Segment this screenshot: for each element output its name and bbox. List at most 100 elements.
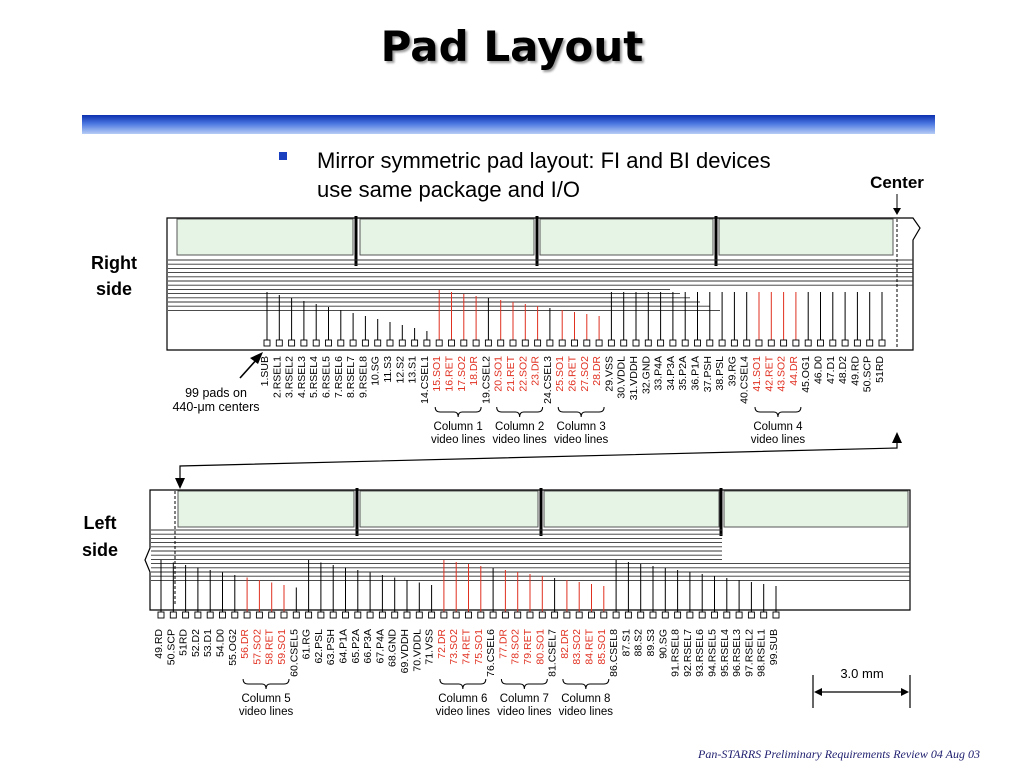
bond-pad	[644, 339, 652, 347]
pad-label: 11.S3	[382, 356, 394, 383]
pad-label: 90.SG	[657, 629, 669, 659]
bond-pad	[280, 611, 288, 619]
pad-label: 56.DR	[239, 629, 251, 659]
group-caption: Column 8	[561, 693, 610, 705]
pads-note: 99 pads on	[185, 386, 247, 400]
bond-pad	[472, 339, 480, 347]
sensor-cell	[177, 490, 355, 528]
pad-label: 69.VDDH	[399, 629, 411, 673]
pad-label: 34.P3A	[665, 356, 677, 390]
pad-label: 52.D2	[190, 629, 202, 657]
pad-label: 82.DR	[559, 629, 571, 659]
pad-label: 12.S2	[394, 356, 406, 384]
pad-label: 80.SO1	[534, 629, 546, 665]
bond-pad	[772, 611, 780, 619]
bond-pad	[325, 339, 332, 347]
pad-label: 21.RET	[505, 355, 517, 391]
bond-pad	[194, 611, 202, 619]
pad-label: 88.S2	[633, 629, 645, 657]
group-caption: video lines	[431, 434, 486, 446]
group-caption: video lines	[554, 434, 609, 446]
pad-label: 65.P2A	[350, 629, 362, 663]
pad-label: 94.RSEL5	[707, 629, 719, 677]
pad-label: 87.S1	[620, 629, 632, 657]
bond-pad	[465, 611, 472, 619]
bond-pad	[403, 611, 411, 619]
bond-pad	[657, 339, 665, 347]
pad-label: 2.RSEL1	[271, 356, 283, 398]
bond-pad	[853, 339, 861, 347]
pad-label: 51RD	[874, 356, 886, 383]
bond-pad	[440, 611, 448, 619]
group-caption: Column 2	[495, 421, 544, 433]
bond-pad	[509, 339, 517, 347]
pad-label: 92.RSEL7	[682, 629, 694, 677]
bond-pad	[607, 339, 615, 347]
bond-pad	[268, 611, 276, 619]
pad-label: 97.RSEL2	[743, 629, 755, 677]
bond-pad	[661, 611, 669, 619]
pad-label: 67.P4A	[374, 629, 386, 663]
pad-label: 76.CSEL6	[485, 629, 497, 677]
pad-label: 15.SO1	[431, 356, 443, 392]
bond-pad	[255, 611, 263, 619]
pads-note: 440-μm centers	[172, 400, 259, 414]
pad-label: 46.D0	[813, 356, 825, 384]
pad-label: 78.SO2	[510, 629, 522, 665]
pad-label: 43.SO2	[776, 356, 788, 392]
pad-label: 4.RSEL3	[296, 356, 308, 398]
pad-label: 36.P1A	[690, 356, 702, 390]
pad-label: 45.OG1	[800, 356, 812, 393]
bond-pad	[312, 339, 320, 347]
bond-pad	[415, 611, 423, 619]
pad-label: 32.GND	[640, 356, 652, 394]
bond-pad	[391, 611, 399, 619]
pad-label: 19.CSEL2	[480, 356, 492, 404]
bond-pad	[551, 611, 559, 619]
bond-pad	[428, 611, 436, 619]
pad-label: 42.RET	[763, 355, 775, 391]
bond-pad	[735, 611, 743, 619]
bond-pad	[588, 611, 595, 619]
bond-pad	[804, 339, 812, 347]
bond-pad	[681, 339, 689, 347]
pad-label: 9.RSEL8	[357, 356, 369, 398]
group-brace	[557, 406, 605, 418]
bond-pad	[817, 339, 824, 347]
bond-pad	[497, 339, 505, 347]
pad-label: 35.P2A	[677, 356, 689, 390]
bond-pad	[501, 611, 509, 619]
bond-pad	[275, 339, 283, 347]
pad-label: 29.VSS	[603, 356, 615, 392]
bond-pad	[575, 611, 583, 619]
group-caption: video lines	[497, 706, 552, 718]
bond-pad	[477, 611, 485, 619]
sensor-cell	[539, 218, 714, 256]
bond-pad	[329, 611, 337, 619]
group-brace	[242, 678, 290, 690]
pad-label: 18.DR	[468, 356, 480, 386]
pad-label: 81.CSEL7	[547, 629, 559, 677]
pad-label: 48.D2	[837, 356, 849, 384]
group-caption: video lines	[751, 434, 806, 446]
bond-pad	[595, 339, 603, 347]
bullet-text: Mirror symmetric pad layout: FI and BI d…	[317, 148, 771, 202]
bond-pad	[231, 611, 239, 619]
pad-label: 71.VSS	[424, 629, 436, 665]
bond-pad	[349, 339, 357, 347]
pad-label: 3.RSEL2	[284, 356, 296, 398]
bond-pad	[386, 339, 394, 347]
bond-pad	[366, 611, 374, 619]
pad-label: 79.RET	[522, 628, 534, 664]
bond-pad	[546, 339, 554, 347]
right-side-label: Right	[91, 253, 137, 273]
pad-label: 85.SO1	[596, 629, 608, 665]
group-caption: Column 5	[241, 693, 290, 705]
sensor-cell	[543, 490, 720, 528]
bond-pad	[263, 339, 271, 347]
bond-pad	[460, 339, 468, 347]
group-caption: video lines	[559, 706, 614, 718]
pad-label: 28.DR	[591, 356, 603, 386]
